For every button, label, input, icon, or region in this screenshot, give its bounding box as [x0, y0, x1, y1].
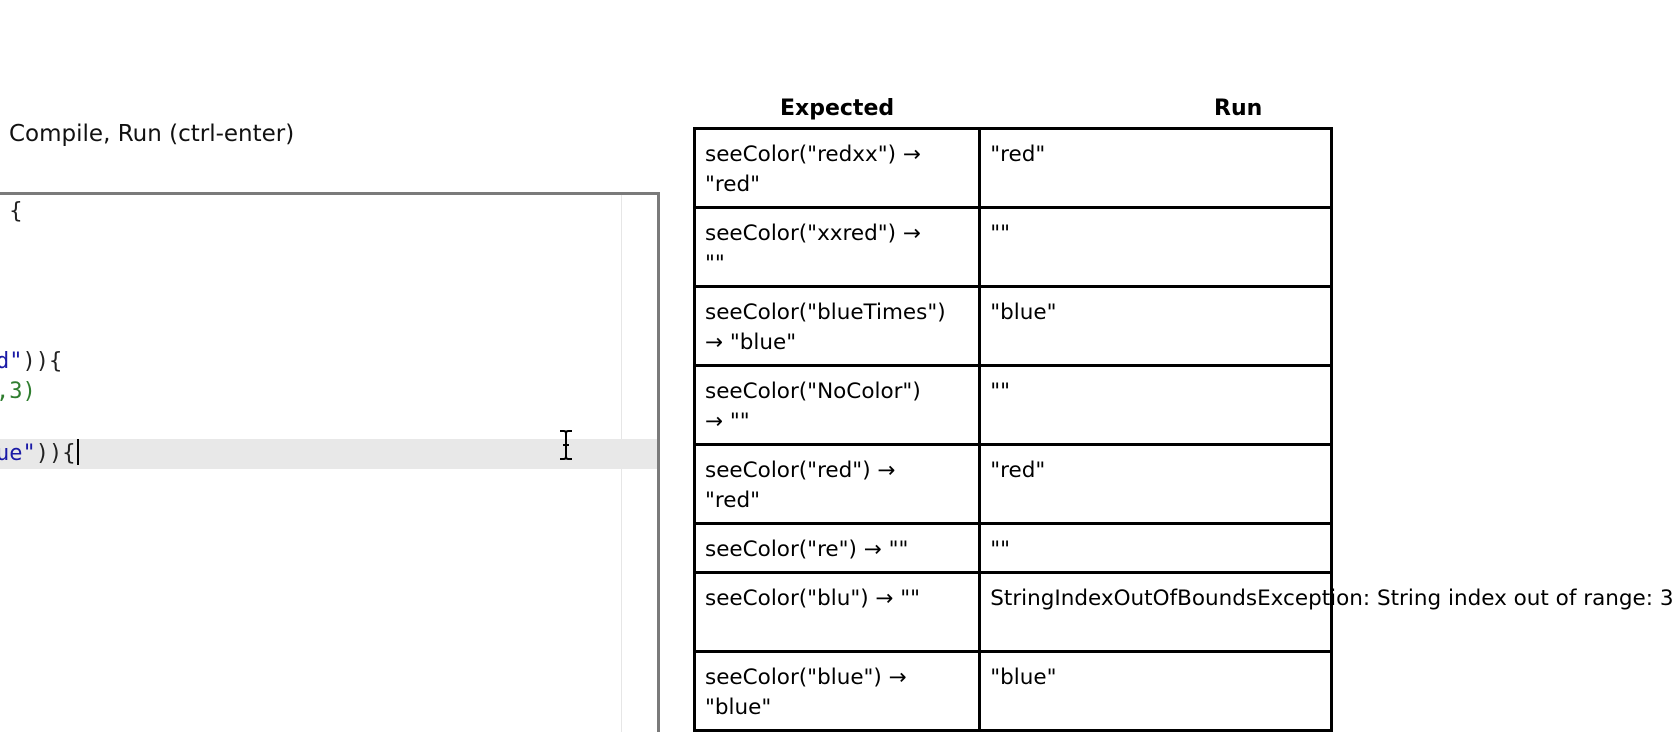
expected-cell: seeColor("blue") → "blue": [692, 650, 982, 732]
expected-cell: seeColor("blueTimes") → "blue": [692, 285, 982, 367]
run-cell: "blue": [978, 650, 1333, 732]
run-column-header: Run: [1214, 96, 1263, 121]
active-line-highlight: [0, 439, 657, 469]
expected-cell: seeColor("blu") → "": [692, 571, 982, 653]
compile-run-button[interactable]: Compile, Run (ctrl-enter): [9, 121, 295, 147]
run-cell: "": [978, 206, 1333, 288]
punctuation-token: )){: [22, 349, 63, 374]
table-row: seeColor("xxred") → "" "": [692, 206, 1333, 288]
text-cursor-ibeam-icon: [560, 430, 572, 460]
run-cell: "red": [978, 443, 1333, 525]
table-row: seeColor("blueTimes") → "blue" "blue": [692, 285, 1333, 367]
expected-cell: seeColor("red") → "red": [692, 443, 982, 525]
table-row: seeColor("NoColor") → "" "": [692, 364, 1333, 446]
code-line-2[interactable]: d")){: [0, 349, 62, 374]
table-row: seeColor("red") → "red" "red": [692, 443, 1333, 525]
number-token: ,3): [0, 379, 36, 404]
code-line-4[interactable]: ue")){: [0, 439, 79, 466]
expected-column-header: Expected: [780, 96, 895, 121]
expected-cell: seeColor("re") → "": [692, 522, 982, 574]
expected-cell: seeColor("NoColor") → "": [692, 364, 982, 446]
expected-cell: seeColor("xxred") → "": [692, 206, 982, 288]
code-line-1[interactable]: {: [9, 199, 23, 224]
table-row: seeColor("re") → "" "": [692, 522, 1333, 574]
table-row: seeColor("blu") → "" StringIndexOutOfBou…: [692, 571, 1674, 653]
string-token: d": [0, 349, 23, 374]
run-cell: "": [978, 522, 1333, 574]
coding-exercise-page: Compile, Run (ctrl-enter) { d")){ ,3) ue…: [0, 96, 1674, 732]
punctuation-token: )){: [35, 441, 76, 466]
run-cell: "blue": [978, 285, 1333, 367]
code-editor[interactable]: { d")){ ,3) ue")){: [0, 192, 660, 732]
string-token: ue": [0, 441, 36, 466]
table-row: seeColor("redxx") → "red" "red": [692, 127, 1333, 209]
text-caret: [76, 439, 79, 465]
code-line-3[interactable]: ,3): [0, 379, 36, 404]
table-row: seeColor("blue") → "blue" "blue": [692, 650, 1333, 732]
run-cell: "red": [978, 127, 1333, 209]
run-cell: "": [978, 364, 1333, 446]
run-cell: StringIndexOutOfBoundsException: String …: [978, 571, 1674, 653]
test-results-table: seeColor("redxx") → "red" "red" seeColor…: [692, 127, 1674, 732]
expected-cell: seeColor("redxx") → "red": [692, 127, 982, 209]
